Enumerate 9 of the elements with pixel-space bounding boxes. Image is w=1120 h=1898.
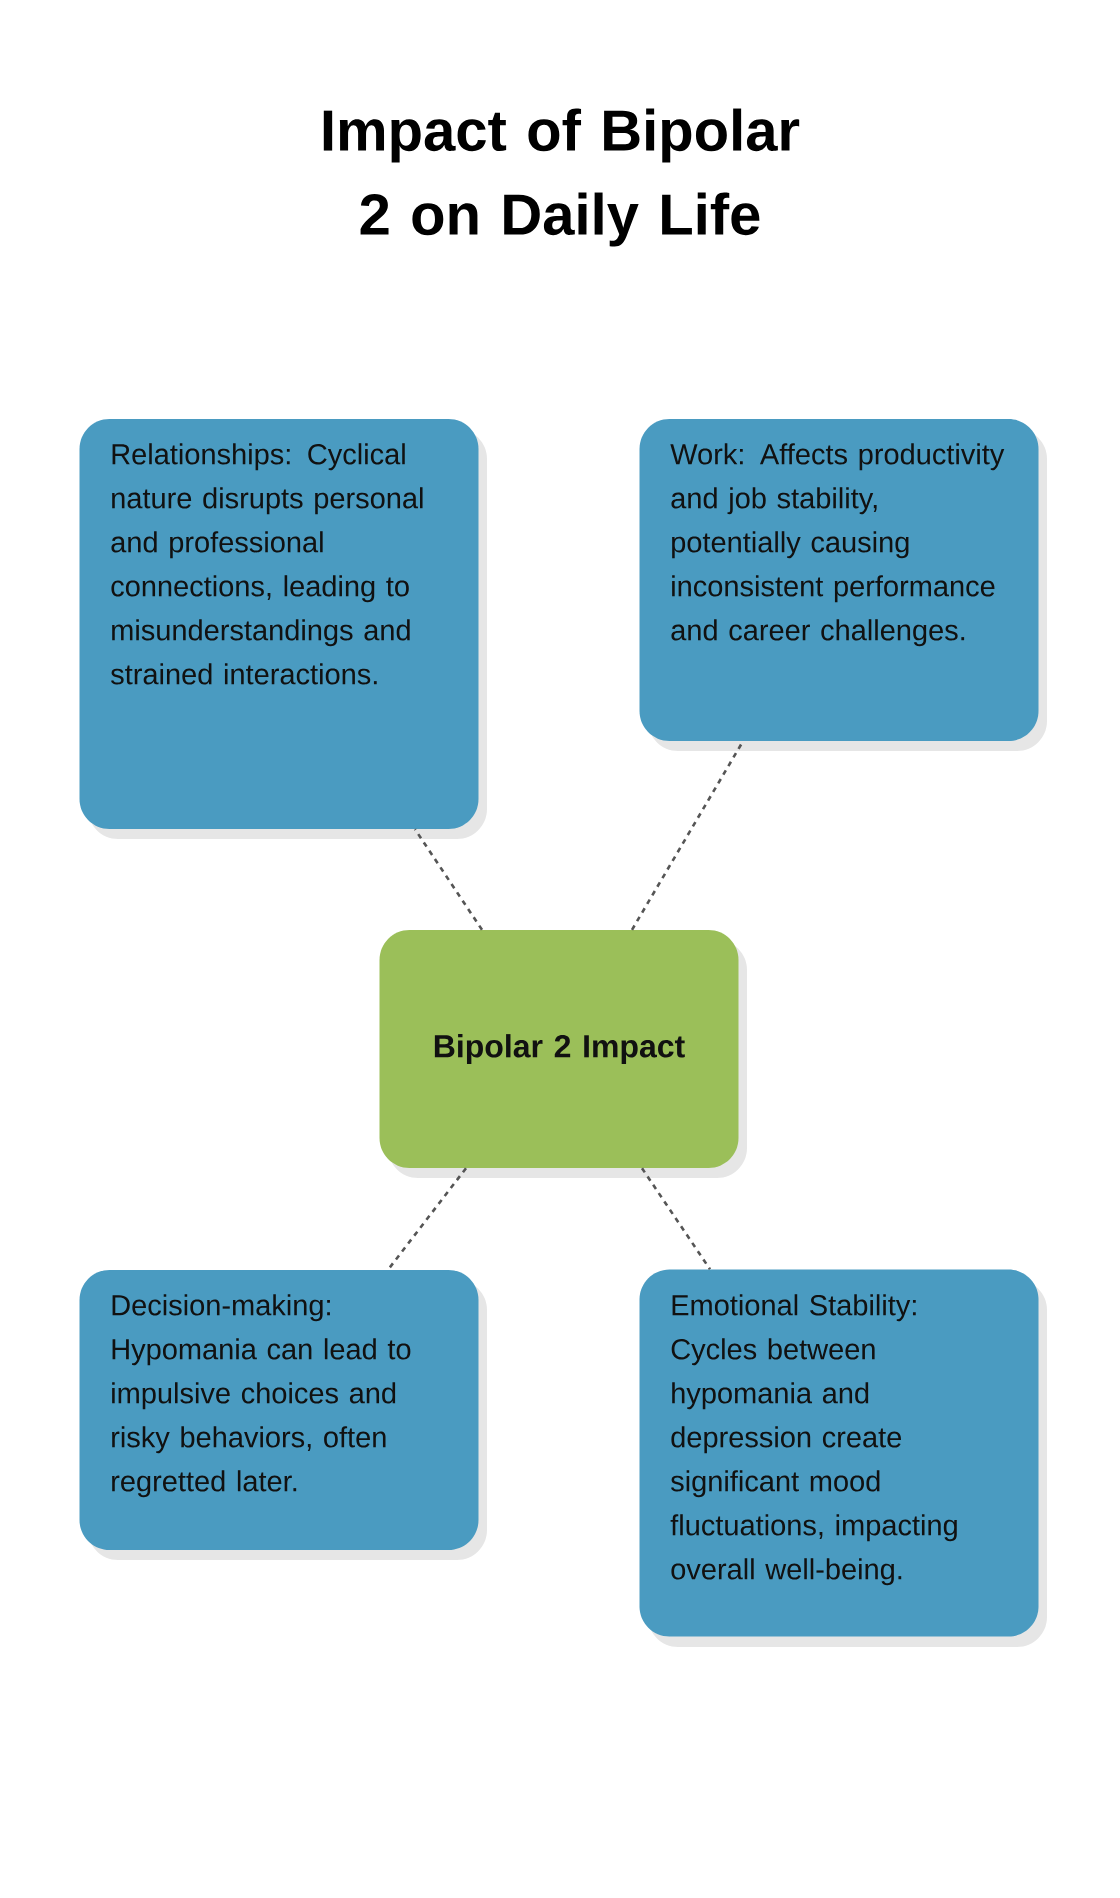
connector-line — [386, 1167, 468, 1271]
info-box: Decision-making: Hypomania can lead to impulsive choices and risky behaviors, often regretted later. — [79, 1270, 479, 1550]
center-box: Bipolar 2 Impact — [379, 930, 739, 1168]
connector-line — [640, 1167, 712, 1271]
info-box: Emotional Stability: Cycles between hypomania and depression create significant mood fluctuations, impacting overall well-being. — [639, 1269, 1039, 1637]
title: Impact of Bipolar 2 on Daily Life — [323, 108, 800, 247]
info-box: Work: Affects productivity and job stability, potentially causing inconsistent performance and career challenges. — [639, 419, 1039, 741]
connector-line — [413, 828, 484, 931]
info-box: Relationships: Cyclical nature disrupts personal and professional connections, leading to misunderstandings and strained interactions. — [79, 419, 479, 829]
